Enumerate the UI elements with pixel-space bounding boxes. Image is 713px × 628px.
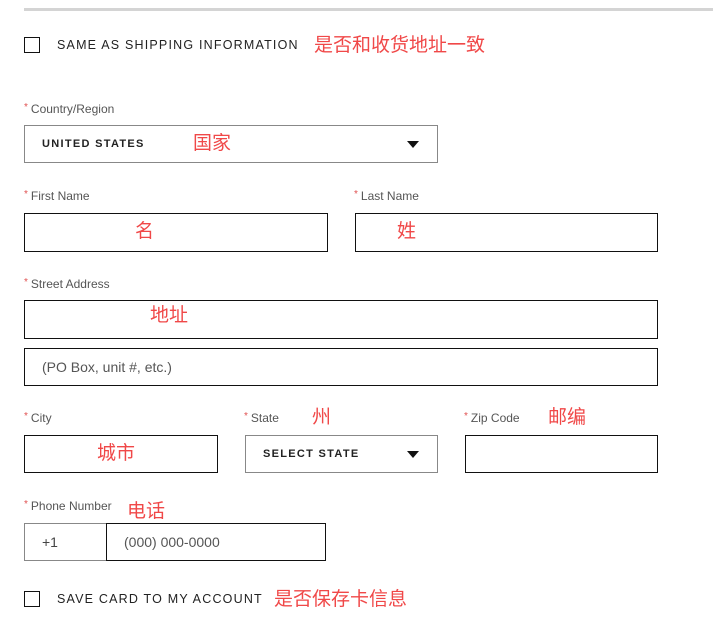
save-card-label[interactable]: SAVE CARD TO MY ACCOUNT [57,592,263,606]
top-divider [24,8,713,11]
city-annotation: 城市 [97,442,136,464]
required-asterisk: * [24,189,28,200]
zip-input[interactable] [465,435,658,473]
required-asterisk: * [244,411,248,422]
required-asterisk: * [24,499,28,510]
last-name-label: *Last Name [354,189,419,203]
required-asterisk: * [464,411,468,422]
state-select-value: SELECT STATE [263,448,360,460]
phone-country-code[interactable]: +1 [24,523,107,561]
chevron-down-icon [407,451,419,458]
phone-number-placeholder: (000) 000-0000 [124,534,220,550]
country-label-text: Country/Region [30,102,115,116]
chevron-down-icon [407,141,419,148]
first-name-annotation: 名 [135,220,155,242]
street-address-line2-input[interactable]: (PO Box, unit #, etc.) [24,348,658,386]
state-select[interactable]: SELECT STATE [245,435,438,473]
street-address-annotation: 地址 [150,304,189,326]
zip-label: *Zip Code [464,411,520,425]
city-label: *City [24,411,52,425]
first-name-label: *First Name [24,189,90,203]
city-label-text: City [30,411,52,425]
phone-label-text: Phone Number [30,499,112,513]
street-address-label-text: Street Address [30,277,110,291]
state-label-text: State [250,411,279,425]
state-label: *State [244,411,279,425]
last-name-input[interactable] [355,213,658,252]
required-asterisk: * [24,411,28,422]
first-name-input[interactable] [24,213,328,252]
last-name-annotation: 姓 [397,220,417,242]
country-label: *Country/Region [24,102,114,116]
same-as-shipping-label[interactable]: SAME AS SHIPPING INFORMATION [57,38,299,52]
same-as-shipping-annotation: 是否和收货地址一致 [314,34,486,56]
zip-label-text: Zip Code [470,411,520,425]
phone-label: *Phone Number [24,499,112,513]
street-address-label: *Street Address [24,277,110,291]
street-address-line2-placeholder: (PO Box, unit #, etc.) [42,359,172,375]
required-asterisk: * [354,189,358,200]
save-card-annotation: 是否保存卡信息 [274,588,408,610]
last-name-label-text: Last Name [360,189,419,203]
phone-annotation: 电话 [127,500,166,522]
save-card-checkbox[interactable] [24,591,40,607]
same-as-shipping-checkbox[interactable] [24,37,40,53]
country-select-value: UNITED STATES [42,138,145,150]
state-annotation: 州 [312,406,332,428]
country-annotation: 国家 [193,132,232,154]
required-asterisk: * [24,102,28,113]
required-asterisk: * [24,277,28,288]
city-input[interactable] [24,435,218,473]
first-name-label-text: First Name [30,189,90,203]
phone-number-input[interactable]: (000) 000-0000 [106,523,326,561]
street-address-line1-input[interactable] [24,300,658,339]
zip-annotation: 邮编 [548,406,587,428]
country-select[interactable]: UNITED STATES [24,125,438,163]
